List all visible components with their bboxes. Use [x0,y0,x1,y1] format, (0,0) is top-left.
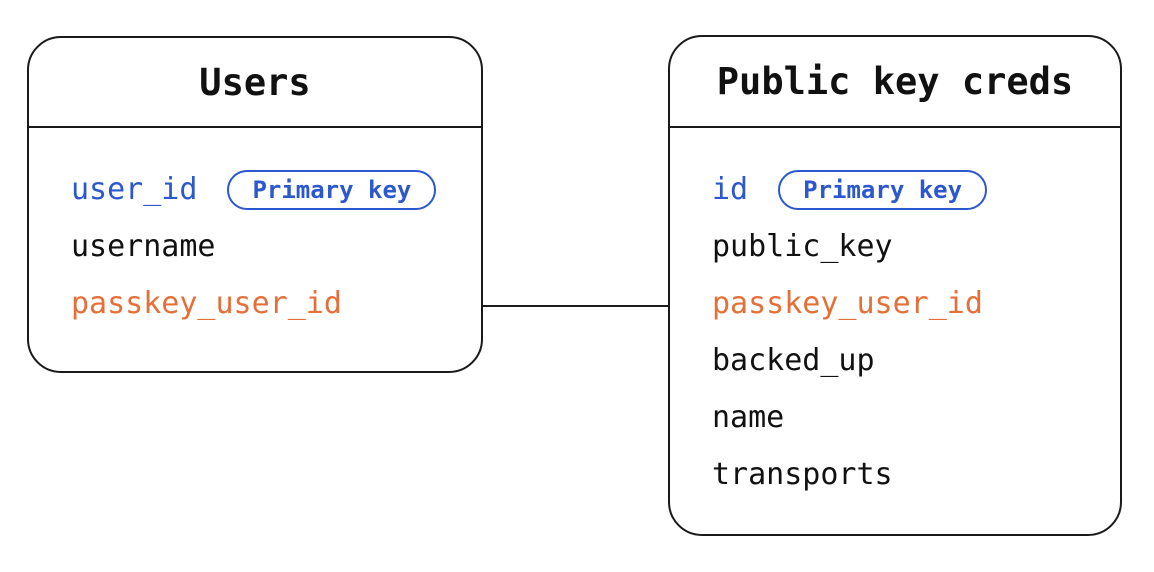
field-name: public_key [712,229,893,264]
field-row-passkey_user_id: passkey_user_id [71,275,481,332]
field-row-username: username [71,218,481,275]
table-public-key-creds: Public key creds id Primary key public_key… [668,35,1122,536]
table-users-header: Users [29,38,481,128]
field-name: name [712,400,785,435]
field-name: username [71,229,216,264]
field-row-passkey_user_id: passkey_user_id [712,275,1120,332]
table-title: Public key creds [716,60,1074,103]
table-users: Users user_id Primary key username passkey_… [27,36,483,373]
field-name: passkey_user_id [712,286,983,321]
field-row-id: id Primary key [712,161,1120,218]
field-name: user_id [71,172,198,207]
field-name: transports [712,457,893,492]
field-row-user_id: user_id Primary key [71,161,481,218]
primary-key-badge: Primary key [778,169,988,210]
field-row-transports: transports [712,446,1120,503]
relationship-connector-line [481,305,669,307]
table-public-key-creds-header: Public key creds [670,37,1120,128]
primary-key-badge: Primary key [227,169,437,210]
field-name: id [712,172,749,207]
field-name: backed_up [712,343,875,378]
table-users-fields: user_id Primary key username passkey_user_i… [29,128,481,332]
field-row-public_key: public_key [712,218,1120,275]
field-row-name: name [712,389,1120,446]
field-row-backed_up: backed_up [712,332,1120,389]
table-title: Users [199,60,311,104]
field-name: passkey_user_id [71,286,342,321]
